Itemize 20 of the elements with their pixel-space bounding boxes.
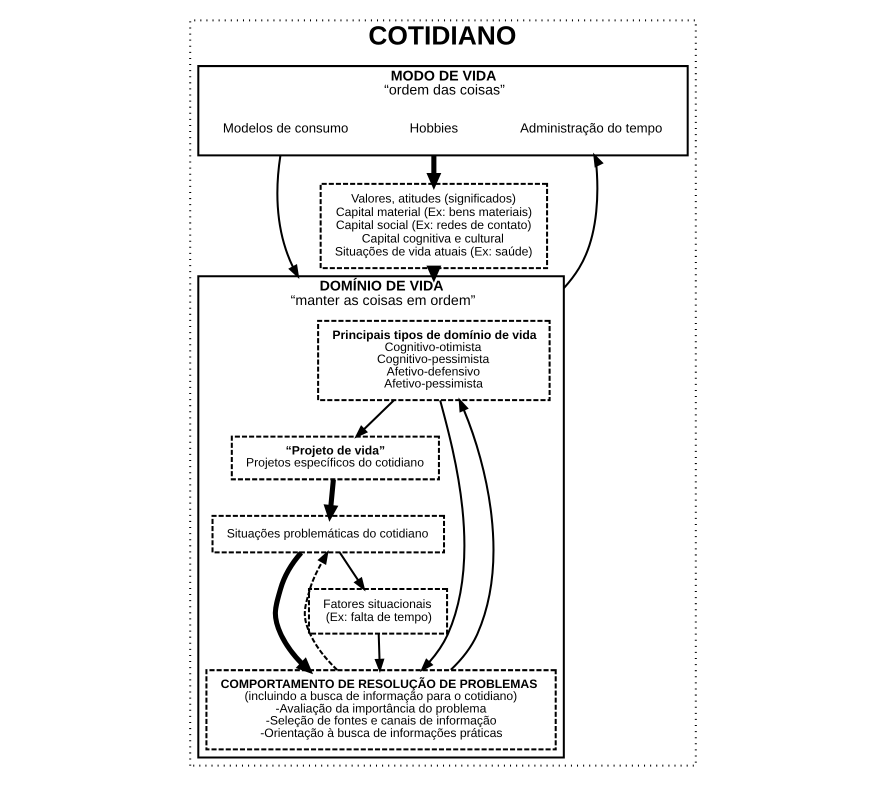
node-box: Fatores situacionais (Ex: falta de tempo) [308,588,448,635]
arrow [324,479,338,522]
label: Modelos de consumo [222,120,348,136]
node-box: Principais tipos de domínio de vida Cognitivo-otimista Cognitivo-pessimista Afetivo-defensivo Afetivo-pessimista [317,320,551,402]
arrow [354,400,395,439]
arrow [426,155,442,190]
node-box: “Projeto de vida” Projetos específicos do cotidiano [230,436,440,480]
node-box: COMPORTAMENTO DE RESOLUÇÃO DE PROBLEMAS (incluindo a busca de informação para o cotidiano) -Avaliação da importância do problema -Seleção de fontes e canais de informação -Orientação à busca de informações práticas [205,669,557,750]
node-box: Situações problemáticas do cotidiano [212,514,446,554]
arrow [563,152,604,289]
arrow [276,155,300,279]
arrow [272,551,314,674]
arrow [420,400,466,672]
arrow [450,398,494,671]
arrow [426,266,442,283]
label: Hobbies [410,120,458,136]
arrow [338,552,366,592]
arrow [374,634,384,674]
arrow [304,550,338,671]
label: Administração do tempo [520,120,662,136]
